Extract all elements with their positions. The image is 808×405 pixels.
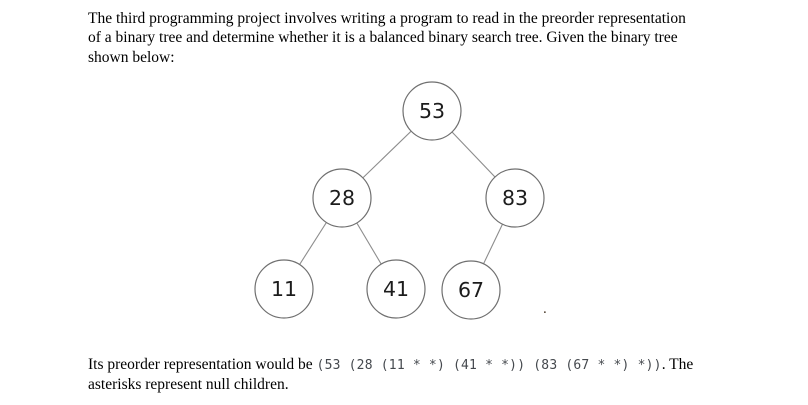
- tree-node-right-circle: [485, 168, 545, 228]
- tree-node-root-label: 53: [419, 99, 445, 123]
- tree-node-root-circle: [402, 81, 462, 141]
- tree-node-right-left: 67: [441, 260, 501, 320]
- tree-node-right-label: 83: [502, 186, 528, 210]
- preorder-suffix-text: . The: [661, 356, 694, 373]
- preorder-code-expression: (53 (28 (11 * *) (41 * *)) (83 (67 * *) …: [316, 358, 662, 373]
- tree-node-right: 83: [485, 168, 545, 228]
- tree-node-left: 28: [312, 168, 372, 228]
- tree-node-left-left-circle: [254, 259, 314, 319]
- tree-node-right-left-label: 67: [458, 278, 484, 302]
- preorder-prefix-text: Its preorder representation would be: [88, 356, 317, 373]
- tree-node-left-right-label: 41: [383, 277, 409, 301]
- tree-node-left-circle: [312, 168, 372, 228]
- tree-node-left-label: 28: [329, 186, 355, 210]
- intro-line-2: of a binary tree and determine whether i…: [88, 29, 678, 47]
- intro-paragraph: The third programming project involves w…: [88, 9, 686, 67]
- intro-line-3: shown below:: [88, 48, 175, 66]
- tree-node-left-left-label: 11: [271, 277, 297, 301]
- tree-node-left-left: 11: [254, 259, 314, 319]
- preorder-paragraph: Its preorder representation would be (53…: [88, 355, 693, 395]
- tree-trailing-period: .: [543, 301, 547, 317]
- intro-line-1: The third programming project involves w…: [88, 10, 686, 27]
- tree-node-root: 53: [402, 81, 462, 141]
- tree-node-left-right-circle: [366, 259, 426, 319]
- preorder-line-1: Its preorder representation would be (53…: [88, 355, 693, 375]
- tree-node-right-left-circle: [441, 260, 501, 320]
- preorder-line-2: asterisks represent null children.: [88, 376, 289, 394]
- tree-node-left-right: 41: [366, 259, 426, 319]
